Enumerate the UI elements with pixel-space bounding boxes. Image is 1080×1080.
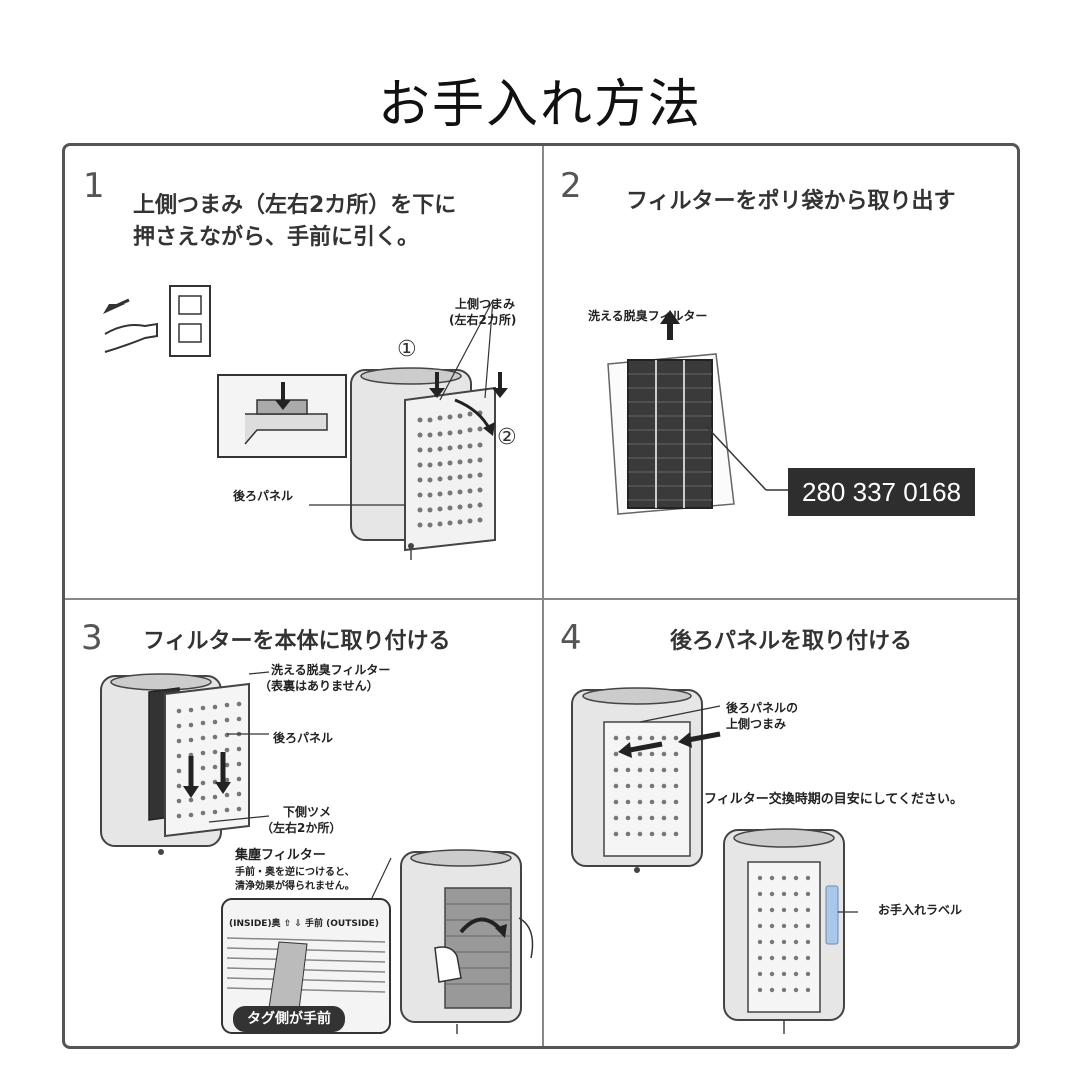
label-filter: 洗える脱臭フィルター [588,309,708,323]
marker-1: ① [397,337,417,362]
label-replace-note: フィルター交換時期の目安にしてください。 [704,792,963,807]
step-2-number: 2 [560,166,582,206]
label-tag-side: タグ側が手前 [233,1006,345,1032]
label-dust-filter: 集塵フィルター [235,848,326,863]
label-rear-panel-3: 後ろパネル [273,731,334,745]
marker-2: ② [497,425,517,450]
step-4-heading: 後ろパネルを取り付ける [670,629,913,654]
step-3-panel: 3 フィルターを本体に取り付ける [65,600,542,1046]
step-1-panel: 1 上側つまみ（左右2カ所）を下に 押さえながら、手前に引く。 [65,146,542,598]
step-1-number: 1 [83,166,105,206]
label-care-label: お手入れラベル [878,903,963,917]
filter-orientation-zoom [221,857,392,1034]
step-1-heading-line1: 上側つまみ（左右2カ所）を下に [133,193,457,218]
purifier-step1 [309,299,508,560]
page-title: お手入れ方法 [377,75,702,135]
care-label-mark [825,885,839,945]
label-dust-note-1: 手前・奥を逆につけると、 [235,867,355,878]
filter-in-bag [607,310,846,515]
label-top-knob-sub: (左右2カ所) [449,313,517,327]
step-4-panel: 4 後ろパネルを取り付ける 後ろパネルの 上側つまみ フィルター [544,600,1017,1046]
label-dust-note-2: 清浄効果が得られません。 [235,881,355,892]
label-bottom-tabs-sub: （左右2か所） [261,821,342,835]
label-filter-3-sub: （表裏はありません） [259,679,379,693]
part-number-label: 280 337 0168 [788,468,976,516]
step-4-number: 4 [560,618,582,658]
purifier-step4 [571,687,721,873]
label-rear-panel-knob-1: 後ろパネルの [726,701,799,715]
step-2-panel: 2 フィルターをポリ袋から取り出す 洗える脱臭フィルター 280 337 016… [544,146,1017,598]
unplug-illustration [103,285,211,357]
step-2-heading: フィルターをポリ袋から取り出す [626,189,956,214]
purifier-step3-back [400,849,534,1034]
divider-vertical [542,146,544,1046]
purifier-step4-front [723,828,858,1034]
purifier-step3 [100,671,270,855]
label-rear-panel-knob-2: 上側つまみ [726,717,787,731]
label-rear-panel: 後ろパネル [233,489,294,503]
label-filter-3: 洗える脱臭フィルター [271,663,391,677]
divider-horizontal [65,598,1017,600]
step-1-heading-line2: 押さえながら、手前に引く。 [133,225,420,250]
label-bottom-tabs: 下側ツメ [283,805,332,819]
label-top-knob: 上側つまみ [455,297,516,311]
step-3-heading: フィルターを本体に取り付ける [143,629,451,654]
step-3-number: 3 [81,618,103,658]
label-inside-outside: (INSIDE)奥 ⇧ ⇩ 手前 (OUTSIDE) [229,919,379,929]
knob-zoom-inset [217,374,347,458]
instruction-frame: 1 上側つまみ（左右2カ所）を下に 押さえながら、手前に引く。 [62,143,1020,1049]
